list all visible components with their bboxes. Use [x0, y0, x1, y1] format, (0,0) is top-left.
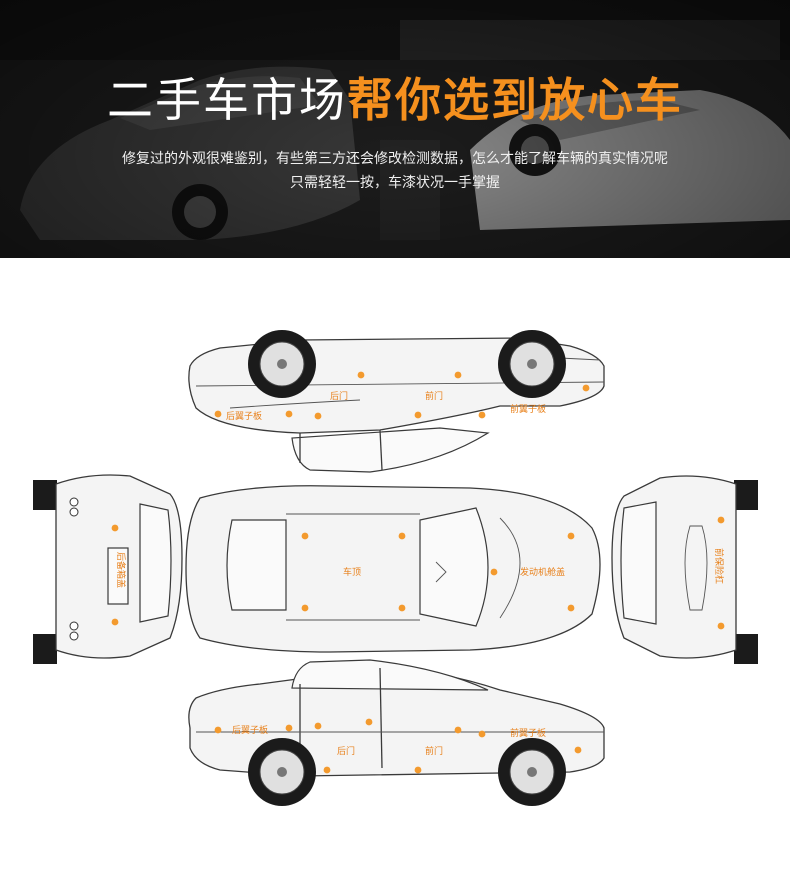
- label-rear-fender: 后翼子板: [232, 724, 268, 736]
- marker-dot[interactable]: [454, 726, 462, 734]
- marker-dot[interactable]: [111, 524, 119, 532]
- label-trunk: 后备箱盖: [115, 552, 127, 588]
- wheel-icon: [248, 330, 316, 398]
- marker-dot[interactable]: [478, 730, 486, 738]
- marker-dot[interactable]: [285, 410, 293, 418]
- label-rear-door: 后门: [330, 390, 348, 402]
- headline-white: 二手车市场: [107, 73, 347, 127]
- marker-dot[interactable]: [582, 384, 590, 392]
- marker-dot[interactable]: [314, 412, 322, 420]
- marker-dot[interactable]: [717, 516, 725, 524]
- marker-dot[interactable]: [365, 718, 373, 726]
- wheel-icon: [248, 738, 316, 806]
- marker-dot[interactable]: [214, 726, 222, 734]
- car-rear-view: 后备箱盖: [33, 474, 183, 664]
- marker-dot[interactable]: [717, 622, 725, 630]
- label-hood: 发动机舱盖: [520, 566, 565, 578]
- marker-dot[interactable]: [398, 604, 406, 612]
- label-front-fender: 前翼子板: [510, 403, 546, 415]
- marker-dot[interactable]: [567, 532, 575, 540]
- marker-dot[interactable]: [490, 568, 498, 576]
- marker-dot[interactable]: [478, 411, 486, 419]
- hero-banner: 二手车市场帮你选到放心车 修复过的外观很难鉴别，有些第三方还会修改检测数据，怎么…: [0, 0, 790, 258]
- marker-dot[interactable]: [414, 411, 422, 419]
- label-roof: 车顶: [343, 566, 361, 578]
- headline: 二手车市场帮你选到放心车: [0, 72, 790, 128]
- marker-dot[interactable]: [414, 766, 422, 774]
- subtitle-line2: 只需轻轻一按，车漆状况一手掌握: [290, 175, 500, 191]
- marker-dot[interactable]: [323, 766, 331, 774]
- headline-orange: 帮你选到放心车: [347, 73, 683, 127]
- marker-dot[interactable]: [111, 618, 119, 626]
- marker-dot[interactable]: [567, 604, 575, 612]
- marker-dot[interactable]: [214, 410, 222, 418]
- marker-dot[interactable]: [357, 371, 365, 379]
- label-rear-fender: 后翼子板: [226, 410, 262, 422]
- wheel-icon: [498, 330, 566, 398]
- car-side-view-top: 后翼子板 后门 前门 前翼子板: [188, 330, 605, 473]
- marker-dot[interactable]: [285, 724, 293, 732]
- label-front-fender: 前翼子板: [510, 727, 546, 739]
- car-paint-diagram: 后翼子板 后门 前门 前翼子板 后备箱盖 车顶 发动机舱盖: [33, 330, 758, 806]
- car-front-view: 前保险杠: [611, 475, 758, 664]
- label-front-bumper: 前保险杠: [713, 548, 725, 584]
- banner-overlay: [0, 0, 790, 258]
- wheel-icon: [498, 738, 566, 806]
- label-front-door: 前门: [425, 390, 443, 402]
- subtitle-line1: 修复过的外观很难鉴别，有些第三方还会修改检测数据，怎么才能了解车辆的真实情况呢: [122, 151, 668, 167]
- marker-dot[interactable]: [454, 371, 462, 379]
- car-top-view: 车顶 发动机舱盖: [185, 485, 601, 653]
- marker-dot[interactable]: [398, 532, 406, 540]
- car-side-view-bottom: 后翼子板 后门 前门 前翼子板: [188, 659, 605, 806]
- label-rear-door: 后门: [337, 745, 355, 757]
- marker-dot[interactable]: [301, 604, 309, 612]
- marker-dot[interactable]: [314, 722, 322, 730]
- label-front-door: 前门: [425, 745, 443, 757]
- marker-dot[interactable]: [301, 532, 309, 540]
- marker-dot[interactable]: [574, 746, 582, 754]
